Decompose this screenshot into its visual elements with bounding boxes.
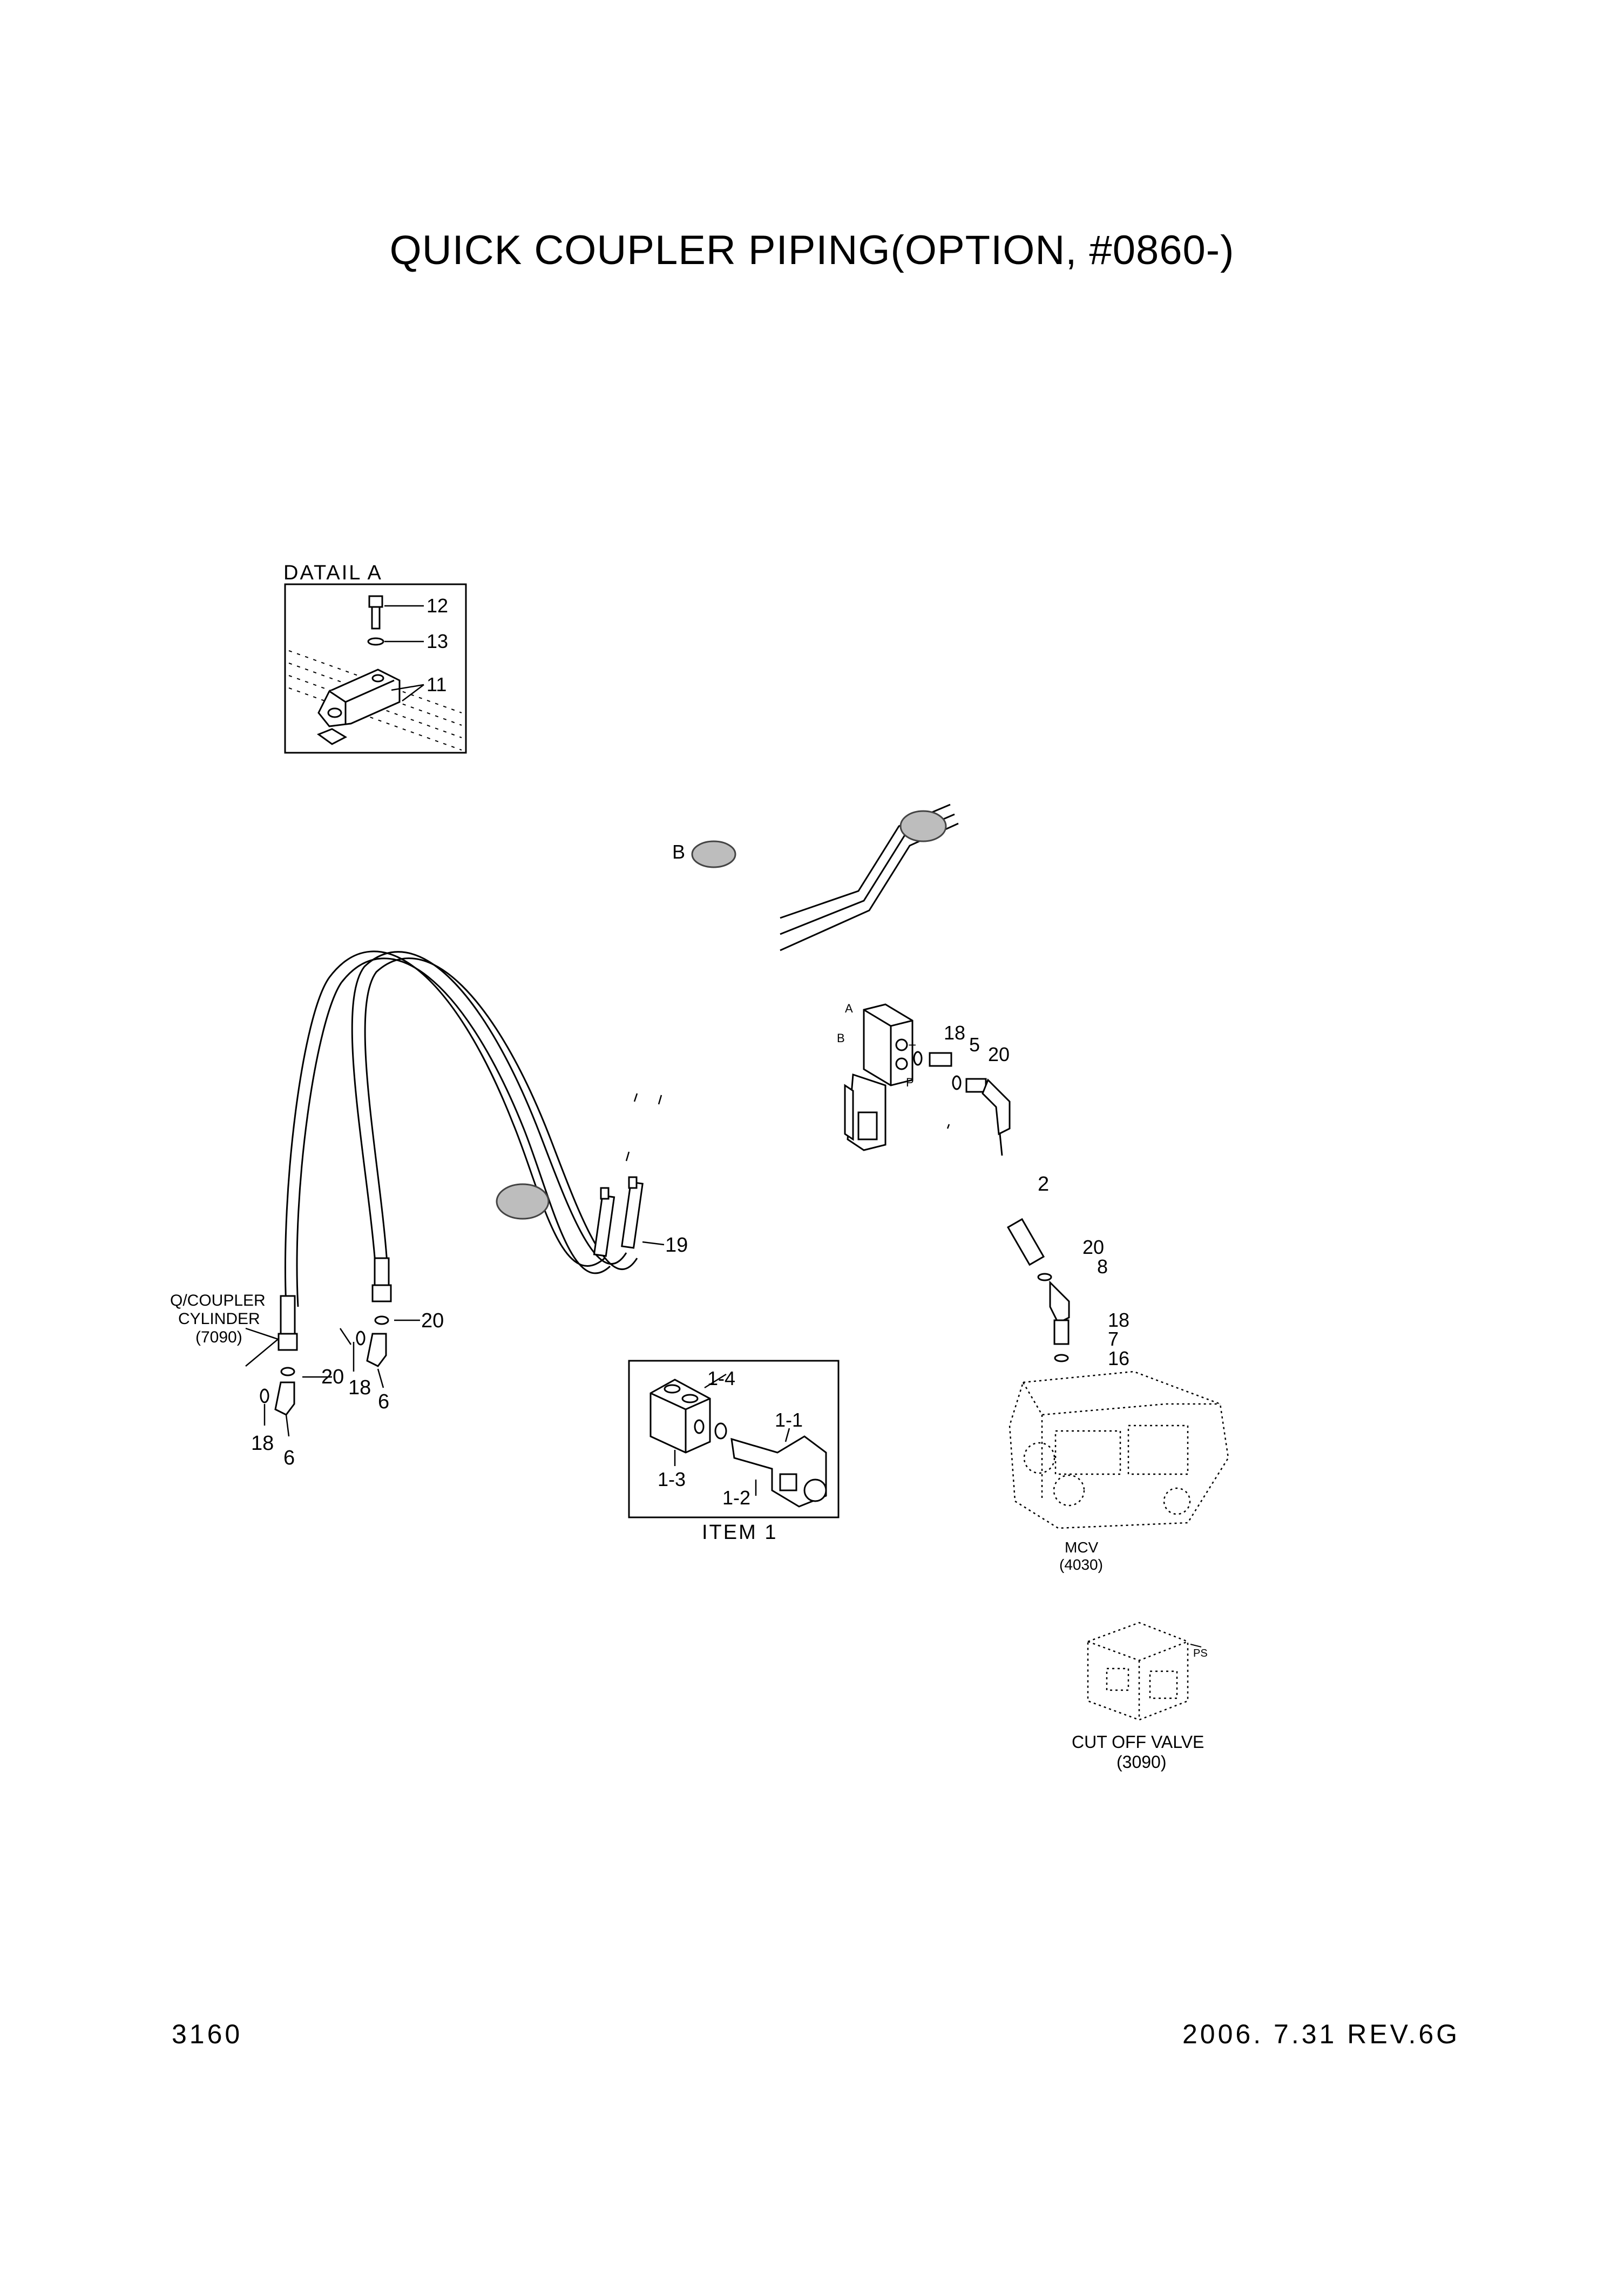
callout-18-mcv: 18 [1108, 1309, 1129, 1331]
callout-13: 13 [427, 630, 448, 652]
clamp-part [316, 669, 401, 745]
callout-8: 8 [1097, 1255, 1108, 1278]
qcoupler-label-line2: CYLINDER [178, 1310, 260, 1328]
callout-18-left-b: 18 [251, 1432, 274, 1455]
callout-20-mid: 20 [1082, 1236, 1104, 1258]
callout-6-b: 6 [283, 1447, 295, 1469]
item-1-inset: 1-4 1-1 1-3 1-2 ITEM 1 [628, 1360, 840, 1544]
callout-6-a: 6 [378, 1390, 389, 1413]
callout-2: 2 [1038, 1173, 1049, 1196]
detail-a-inset: DATAIL A [283, 562, 467, 754]
qcoupler-ref: (7090) [195, 1328, 242, 1346]
callout-20-hose: 20 [421, 1309, 444, 1332]
port-p-label: P [906, 1076, 914, 1089]
item-1-frame [628, 1360, 840, 1518]
cutoff-valve-label: CUT OFF VALVE [1072, 1732, 1204, 1752]
callout-18-top: 18 [944, 1022, 965, 1044]
callout-1-3: 1-3 [658, 1468, 686, 1490]
hose-assembly [284, 950, 638, 1307]
detail-a-frame [284, 583, 467, 754]
detail-b-pipe-marker [899, 810, 947, 842]
callout-16: 16 [1108, 1347, 1129, 1369]
revision-date: 2006. 7.31 REV.6G [1182, 2019, 1460, 2049]
solenoid-valve [844, 1003, 914, 1151]
mcv-block [1009, 1370, 1229, 1529]
page-title: QUICK COUPLER PIPING(OPTION, #0860-) [389, 227, 1235, 273]
callout-19: 19 [665, 1234, 688, 1257]
detail-b-marker [691, 840, 736, 868]
callout-11: 11 [427, 673, 446, 696]
mcv-label: MCV [1065, 1539, 1099, 1556]
left-hose-fittings [278, 1257, 392, 1376]
callout-20-left: 20 [321, 1366, 344, 1388]
hose-clamp-marker [496, 1183, 550, 1220]
cutoff-valve [1087, 1622, 1189, 1721]
ps-port-label: PS [1193, 1647, 1208, 1659]
callout-1-4: 1-4 [707, 1367, 735, 1389]
detail-b-label: B [672, 841, 685, 863]
callout-1-2: 1-2 [722, 1487, 750, 1509]
qcoupler-label-line1: Q/COUPLER [170, 1292, 266, 1309]
elbow-fittings [260, 1331, 387, 1416]
callout-5-top: 5 [969, 1034, 980, 1056]
mcv-ref: (4030) [1059, 1556, 1103, 1573]
port-a-label: A [845, 1002, 853, 1015]
callout-18-left-a: 18 [348, 1376, 371, 1399]
detail-a-heading: DATAIL A [283, 562, 383, 584]
page-number: 3160 [172, 2019, 243, 2049]
callout-7: 7 [1108, 1328, 1119, 1350]
callout-20-top: 20 [988, 1043, 1010, 1065]
callout-12: 12 [427, 595, 448, 617]
upper-connectors [913, 1051, 1011, 1156]
mcv-connectors [1006, 1218, 1070, 1362]
callout-1-1: 1-1 [775, 1409, 803, 1431]
cutoff-valve-ref: (3090) [1116, 1752, 1167, 1772]
item-1-caption: ITEM 1 [702, 1521, 777, 1544]
hose-end-fittings [593, 1176, 644, 1257]
port-t-label: T [909, 1042, 916, 1056]
port-b-label: B [837, 1031, 845, 1045]
bolt-part [367, 595, 384, 646]
